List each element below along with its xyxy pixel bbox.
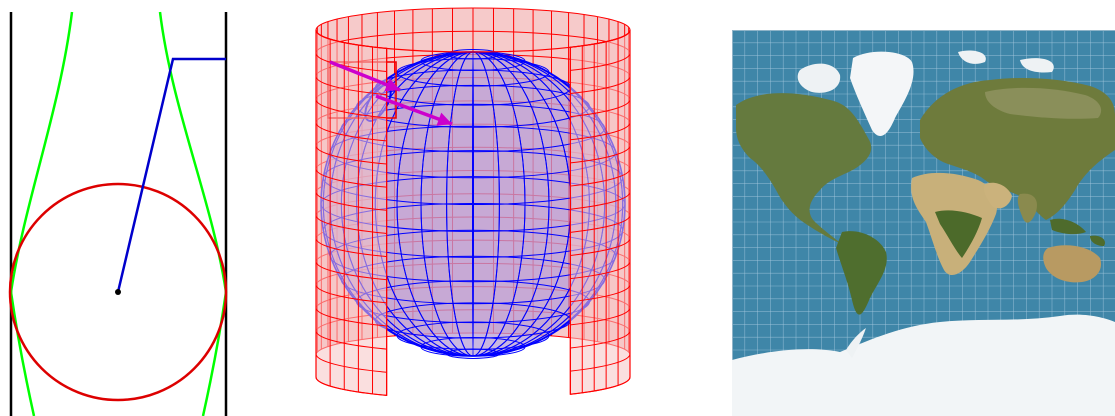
cylinder-ring-front: [315, 376, 387, 396]
cylinder-ring-front: [570, 330, 631, 349]
cylinder-ring-front: [570, 307, 631, 326]
cylinder-ring-front: [315, 168, 387, 188]
arrow-icon: [384, 78, 400, 92]
cylinder-ring-front: [315, 99, 387, 119]
world-map-panel: [732, 30, 1115, 416]
cylinder-ring-front: [315, 353, 387, 373]
cylinder-top-rim: [315, 29, 631, 53]
landmass-arabia: [983, 182, 1012, 209]
landmass-south-america: [836, 231, 887, 315]
landmass-antarctica: [732, 314, 1115, 416]
arrow-icon: [436, 112, 452, 126]
cylinder-ring-front: [570, 145, 631, 164]
cylinder-ring-front: [315, 191, 387, 211]
sphere-circle: [8, 182, 228, 402]
cylinder-ring-front: [315, 122, 387, 142]
landmass-arctic-islands: [797, 50, 1054, 93]
cylinder-ring-front: [570, 53, 631, 71]
cylinder-ring-front: [570, 353, 631, 372]
cylinder-ring-front: [570, 261, 631, 280]
landmass-greenland: [850, 51, 914, 137]
cylinder-ring-front: [570, 99, 631, 118]
cylinder-front-left-strip: [315, 29, 388, 397]
cylinder-ring-front: [570, 122, 631, 141]
landmass-central-africa: [935, 210, 982, 258]
cylinder-ring-front: [315, 238, 387, 258]
landmass-india: [1017, 193, 1038, 223]
projection-ray: [116, 57, 226, 293]
landmass-north-america: [736, 93, 872, 244]
cylinder-ring-front: [315, 145, 387, 165]
tractrix-left-curve: [9, 11, 74, 416]
projection-arrows: [329, 60, 453, 126]
cylinder-ring-front: [570, 191, 631, 210]
cross-section-panel: [8, 11, 228, 416]
cylinder-ring-front: [570, 214, 631, 233]
globe-cylinder-panel: [315, 7, 631, 397]
cylinder-ring-front: [570, 376, 631, 395]
cylinder-ring-front: [315, 261, 387, 281]
cylinder-ring-front: [570, 76, 631, 95]
cylinder-ring-front: [570, 284, 631, 303]
cylinder-front: [315, 29, 631, 397]
landmass-siberia-tundra: [985, 87, 1102, 119]
sphere-center-point: [115, 289, 121, 295]
cylinder-ring-front: [570, 168, 631, 187]
landmass-australia: [1043, 245, 1102, 283]
cylinder-front-right-strip: [569, 29, 631, 395]
landmass-southeast-asia: [1050, 218, 1106, 246]
cylinder-ring-front: [315, 330, 387, 350]
cylinder-ring-front: [315, 214, 387, 234]
landmass-antarctica-peninsula: [846, 328, 866, 358]
map-frame: [732, 30, 1115, 416]
globe-meridian: [472, 51, 474, 357]
cylinder-ring-front: [315, 284, 387, 304]
cylinder-ring-front: [315, 307, 387, 327]
cylinder-ring-front: [315, 76, 387, 96]
cylinder-ring-front: [570, 238, 631, 256]
